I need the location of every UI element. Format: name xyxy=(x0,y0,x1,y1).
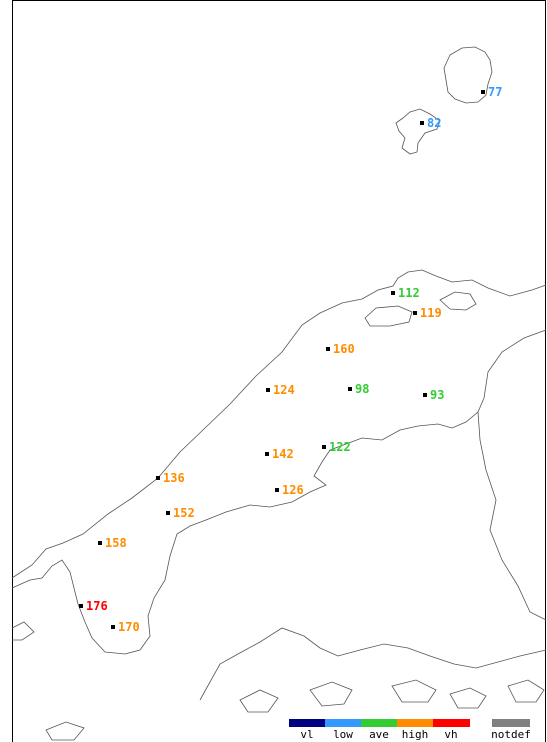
station: 112 xyxy=(391,286,420,300)
island-e xyxy=(507,679,545,703)
legend-swatch-vh xyxy=(433,719,470,727)
station: 82 xyxy=(420,116,441,130)
legend-label-vh: vh xyxy=(444,728,457,741)
station-value: 158 xyxy=(105,536,127,550)
station-value: 93 xyxy=(430,388,444,402)
station-value: 124 xyxy=(273,383,295,397)
island-c xyxy=(391,679,437,703)
station: 158 xyxy=(98,536,127,550)
station-value: 112 xyxy=(398,286,420,300)
station: 170 xyxy=(111,620,140,634)
station-value: 126 xyxy=(282,483,304,497)
legend-label-ave: ave xyxy=(369,728,389,741)
island-b xyxy=(309,681,353,707)
legend-label-vl: vl xyxy=(300,728,313,741)
legend-label-low: low xyxy=(333,728,353,741)
legend-swatch-low xyxy=(325,719,361,727)
station: 160 xyxy=(326,342,355,356)
station-marker xyxy=(111,625,115,629)
station: 93 xyxy=(423,388,444,402)
station-value: 160 xyxy=(333,342,355,356)
station-marker xyxy=(275,488,279,492)
station: 124 xyxy=(266,383,295,397)
station: 176 xyxy=(79,599,108,613)
island-d xyxy=(449,687,487,709)
station-marker xyxy=(265,452,269,456)
station-marker xyxy=(481,90,485,94)
station: 77 xyxy=(481,85,502,99)
nakaumi-outline xyxy=(439,291,477,311)
station: 126 xyxy=(275,483,304,497)
station-value: 142 xyxy=(272,447,294,461)
legend-swatch-high xyxy=(397,719,433,727)
seto-coast xyxy=(199,627,547,701)
legend-swatch-vl xyxy=(289,719,325,727)
station-marker xyxy=(98,541,102,545)
station-value: 122 xyxy=(329,440,351,454)
station-marker xyxy=(79,604,83,608)
south-boundary xyxy=(477,411,547,621)
station-value: 176 xyxy=(86,599,108,613)
station: 119 xyxy=(413,306,442,320)
station: 136 xyxy=(156,471,185,485)
station-marker xyxy=(166,511,170,515)
station-marker xyxy=(156,476,160,480)
map-frame xyxy=(12,0,546,742)
station-marker xyxy=(420,121,424,125)
station: 142 xyxy=(265,447,294,461)
coastline xyxy=(11,269,547,579)
station-value: 77 xyxy=(488,85,502,99)
legend: vl low ave high vh notdef xyxy=(289,719,531,741)
legend-label-high: high xyxy=(402,728,429,741)
station: 122 xyxy=(322,440,351,454)
station-marker xyxy=(326,347,330,351)
station-marker xyxy=(322,445,326,449)
station-value: 82 xyxy=(427,116,441,130)
station-value: 152 xyxy=(173,506,195,520)
station-value: 136 xyxy=(163,471,185,485)
station-marker xyxy=(391,291,395,295)
legend-swatch-notdef xyxy=(492,719,530,727)
lake-shinji-outline xyxy=(364,305,413,327)
station-value: 170 xyxy=(118,620,140,634)
island-f xyxy=(45,721,85,741)
station-marker xyxy=(348,387,352,391)
legend-label-notdef: notdef xyxy=(491,728,531,741)
island-a xyxy=(239,689,279,713)
station-marker xyxy=(413,311,417,315)
station-value: 119 xyxy=(420,306,442,320)
west-fragment xyxy=(11,621,35,641)
station: 152 xyxy=(166,506,195,520)
dogo-island-outline xyxy=(443,46,493,104)
station: 98 xyxy=(348,382,369,396)
dozen-islands-outline xyxy=(395,108,441,155)
legend-swatch-ave xyxy=(361,719,397,727)
station-marker xyxy=(266,388,270,392)
station-value: 98 xyxy=(355,382,369,396)
station-marker xyxy=(423,393,427,397)
